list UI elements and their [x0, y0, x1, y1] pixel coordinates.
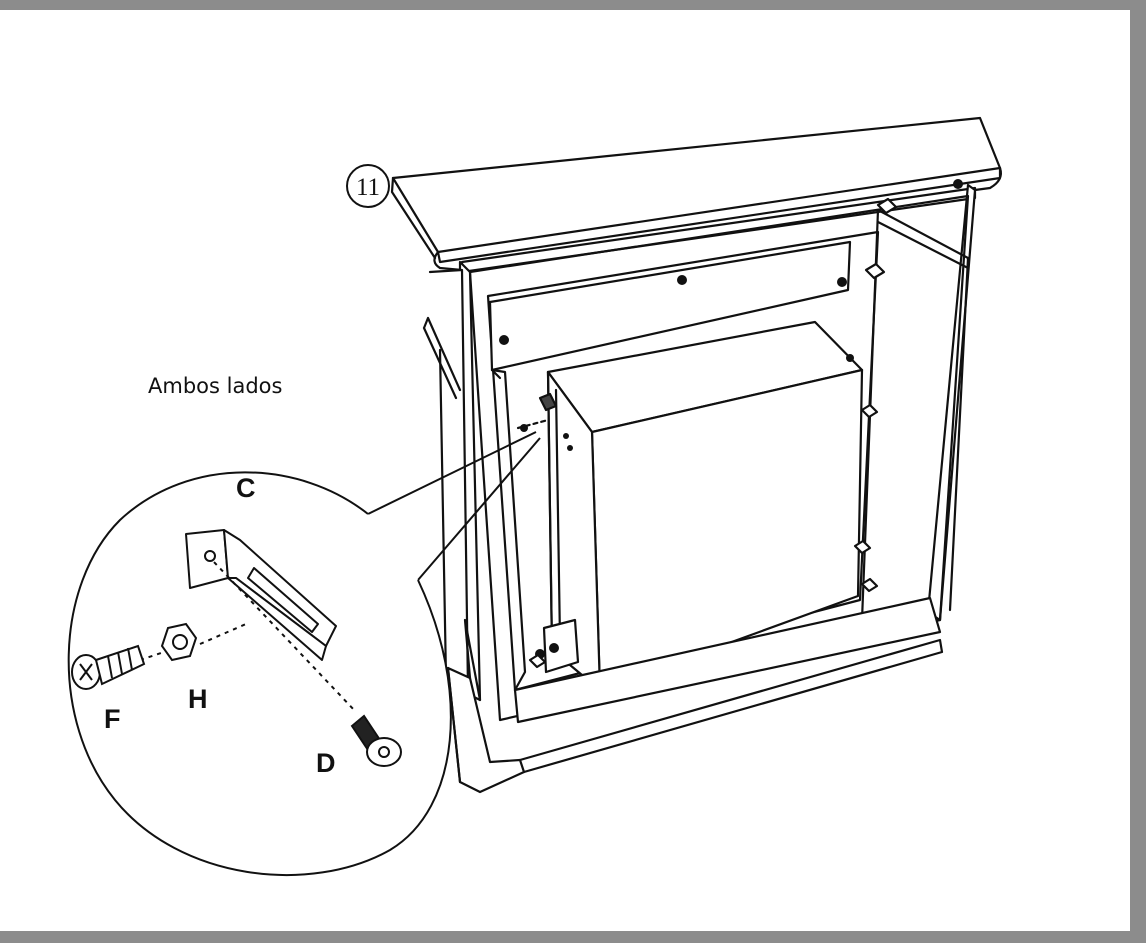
part-label-f: F [104, 704, 121, 734]
firebox-back [546, 320, 864, 692]
step-number: 11 [356, 174, 380, 201]
mantel-left-side [422, 260, 482, 702]
part-label-d: D [316, 748, 336, 778]
callout-pointer-lines [367, 431, 541, 581]
right-side-brackets [528, 197, 898, 669]
screw-d-part [350, 714, 402, 767]
mantel-assembly [390, 116, 1002, 794]
caption-text: Ambos lados [148, 374, 282, 398]
fitting-dots [499, 179, 963, 659]
mantel-base [446, 596, 944, 794]
left-inner-post [490, 368, 527, 692]
detail-callout [67, 431, 541, 877]
part-label-h: H [188, 684, 208, 714]
back-frame-inner [486, 230, 880, 692]
step-badge: 11 [346, 164, 390, 208]
bracket-c-part [185, 529, 337, 661]
callout-bubble [67, 471, 452, 877]
upper-cross-board [488, 240, 852, 380]
fastener-dashes [516, 418, 550, 430]
back-frame-outer [468, 194, 970, 722]
mantel-top-shelf [390, 116, 1002, 272]
lower-bracket-plate [542, 618, 580, 674]
mantel-right-side [860, 183, 977, 622]
assembly-dashes [139, 561, 357, 713]
screw-f-part [71, 644, 146, 690]
part-label-c: C [236, 473, 256, 503]
nut-h-part [160, 622, 198, 662]
